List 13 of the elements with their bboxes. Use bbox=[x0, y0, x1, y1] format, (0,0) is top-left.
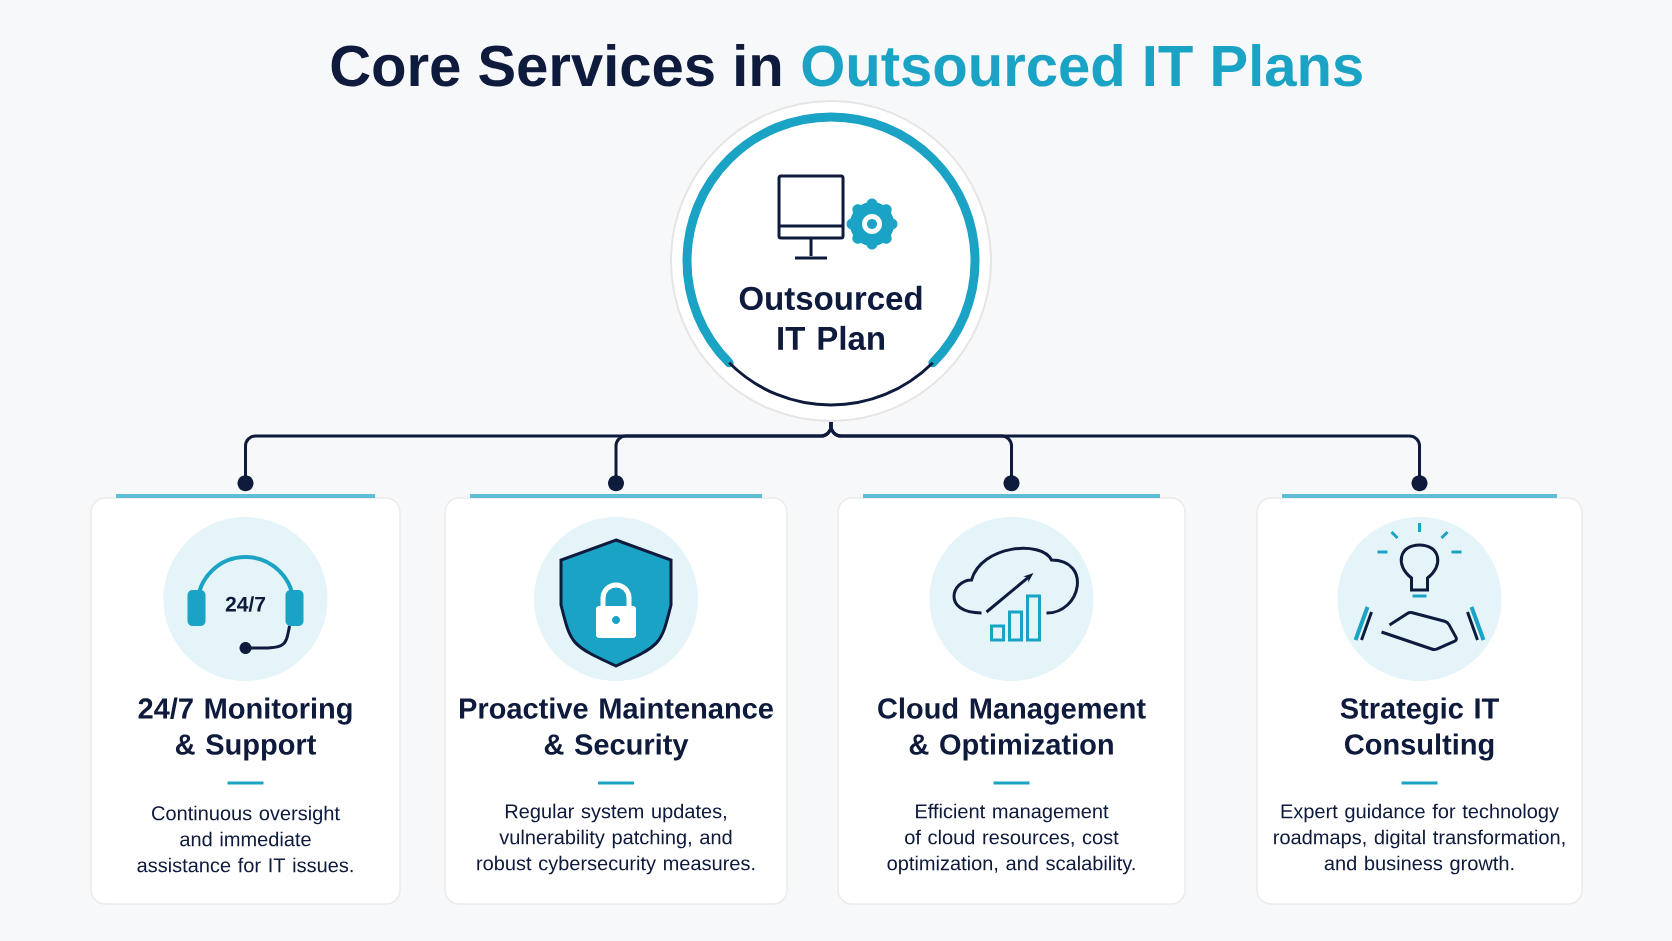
hub-label: Outsourced IT Plan bbox=[739, 285, 922, 351]
card-heading: Cloud Management & Optimization bbox=[878, 697, 1146, 761]
card-heading: 24/7 Monitoring & Support bbox=[138, 697, 352, 761]
card-description: Expert guidance for technology roadmaps, digital transformation, and business growth. bbox=[1274, 803, 1565, 875]
card-description: Regular system updates, vulnerability patching, and robust cybersecurity measures. bbox=[477, 803, 755, 875]
connector bbox=[829, 421, 1428, 492]
card-description: Continuous oversight and immediate assistance for IT issues. bbox=[137, 805, 353, 873]
card-description: Efficient management of cloud resources, cost optimization, and scalability. bbox=[887, 803, 1135, 875]
title: Outsourced IT Plans bbox=[802, 43, 1362, 87]
headset-label: 24/7 bbox=[225, 596, 265, 612]
card-heading: Proactive Maintenance & Security bbox=[460, 697, 773, 761]
title: Core Services in bbox=[331, 43, 781, 87]
card-heading: Strategic IT Consulting bbox=[1340, 697, 1499, 761]
